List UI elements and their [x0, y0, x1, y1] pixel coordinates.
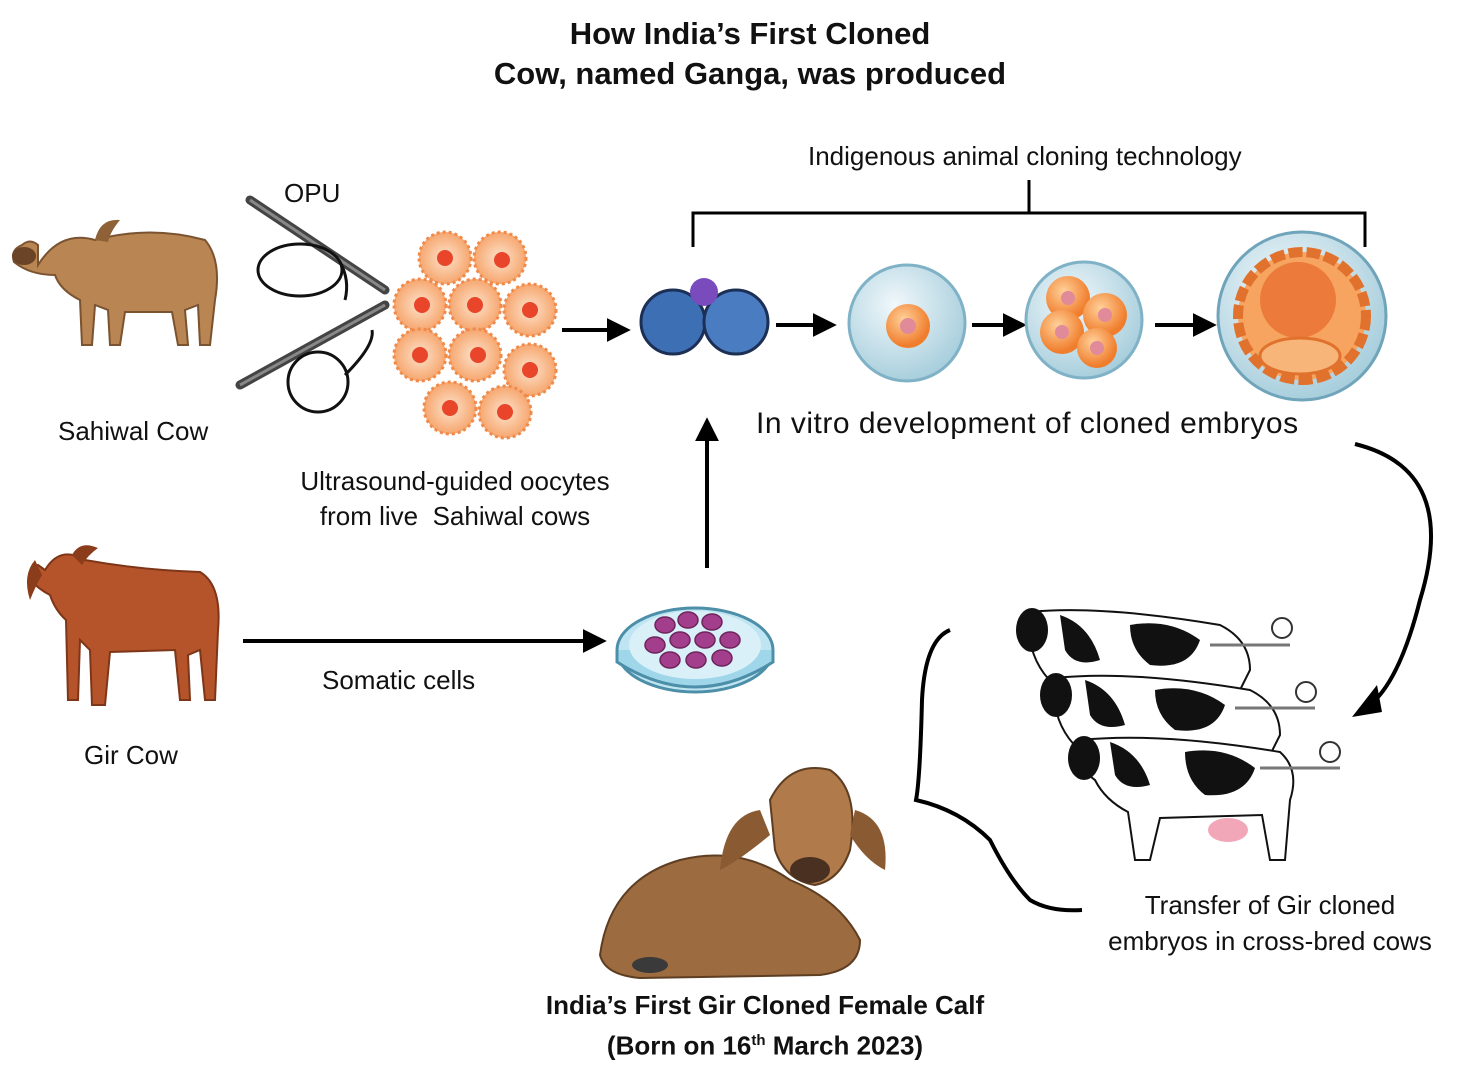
calf-label-pre: (Born on 16 — [606, 1030, 752, 1061]
oocyte-icon — [472, 230, 528, 286]
holstein-cow-icon — [1016, 608, 1293, 691]
oocyte-icon — [417, 230, 473, 286]
embryo-icon — [847, 263, 967, 383]
technology-label: Indigenous animal cloning technology — [808, 141, 1242, 171]
gir-cow-label: Gir Cow — [84, 740, 178, 770]
curved-arrow-icon — [1354, 442, 1434, 707]
oocytes-label-line1: Ultrasound-guided oocytes — [300, 466, 610, 496]
oocyte-icon — [392, 277, 448, 333]
diagram-title-line2: Cow, named Ganga, was produced — [493, 56, 1007, 91]
somatic-cells-label: Somatic cells — [322, 665, 476, 695]
oocyte-icon — [422, 380, 478, 436]
in-vitro-label: In vitro development of cloned embryos — [756, 407, 1299, 440]
calf-icon — [598, 767, 886, 980]
gir-cow-icon — [26, 545, 220, 706]
oocyte-icon — [392, 327, 448, 383]
oocyte-icon — [502, 282, 558, 338]
diagram-title-line1: How India’s First Cloned — [569, 16, 931, 51]
fused-cell-icon — [639, 278, 770, 356]
oocyte-icon — [502, 342, 558, 398]
calf-label-line2: (Born on 16th March 2023) — [520, 1024, 1010, 1063]
oocyte-icon — [447, 277, 503, 333]
calf-label-post: March 2023) — [765, 1030, 924, 1061]
blastocyst-icon — [1216, 230, 1388, 402]
oocytes-label-line2: from live Sahiwal cows — [319, 501, 591, 531]
holstein-cow-icon — [1068, 736, 1341, 861]
transfer-label-line1: Transfer of Gir cloned — [1144, 890, 1396, 920]
arrowhead-icon — [1352, 685, 1382, 717]
holstein-cow-icon — [1040, 673, 1317, 756]
sahiwal-cow-label: Sahiwal Cow — [58, 416, 209, 446]
oocyte-icon — [447, 327, 503, 383]
oocyte-icon — [477, 384, 533, 440]
sahiwal-cow-icon — [12, 219, 218, 346]
oocyte-cluster — [392, 230, 558, 440]
opu-needle-icon — [235, 195, 390, 414]
opu-label: OPU — [284, 178, 341, 208]
technology-bracket — [691, 180, 1367, 247]
calf-label-sup: th — [751, 1032, 766, 1049]
embryo-icon — [1024, 260, 1144, 380]
brace-icon — [913, 628, 1083, 913]
calf-label-line1: India’s First Gir Cloned Female Calf — [545, 990, 985, 1020]
transfer-label-line2: embryos in cross-bred cows — [1108, 926, 1432, 956]
petri-dish-icon — [615, 606, 775, 694]
